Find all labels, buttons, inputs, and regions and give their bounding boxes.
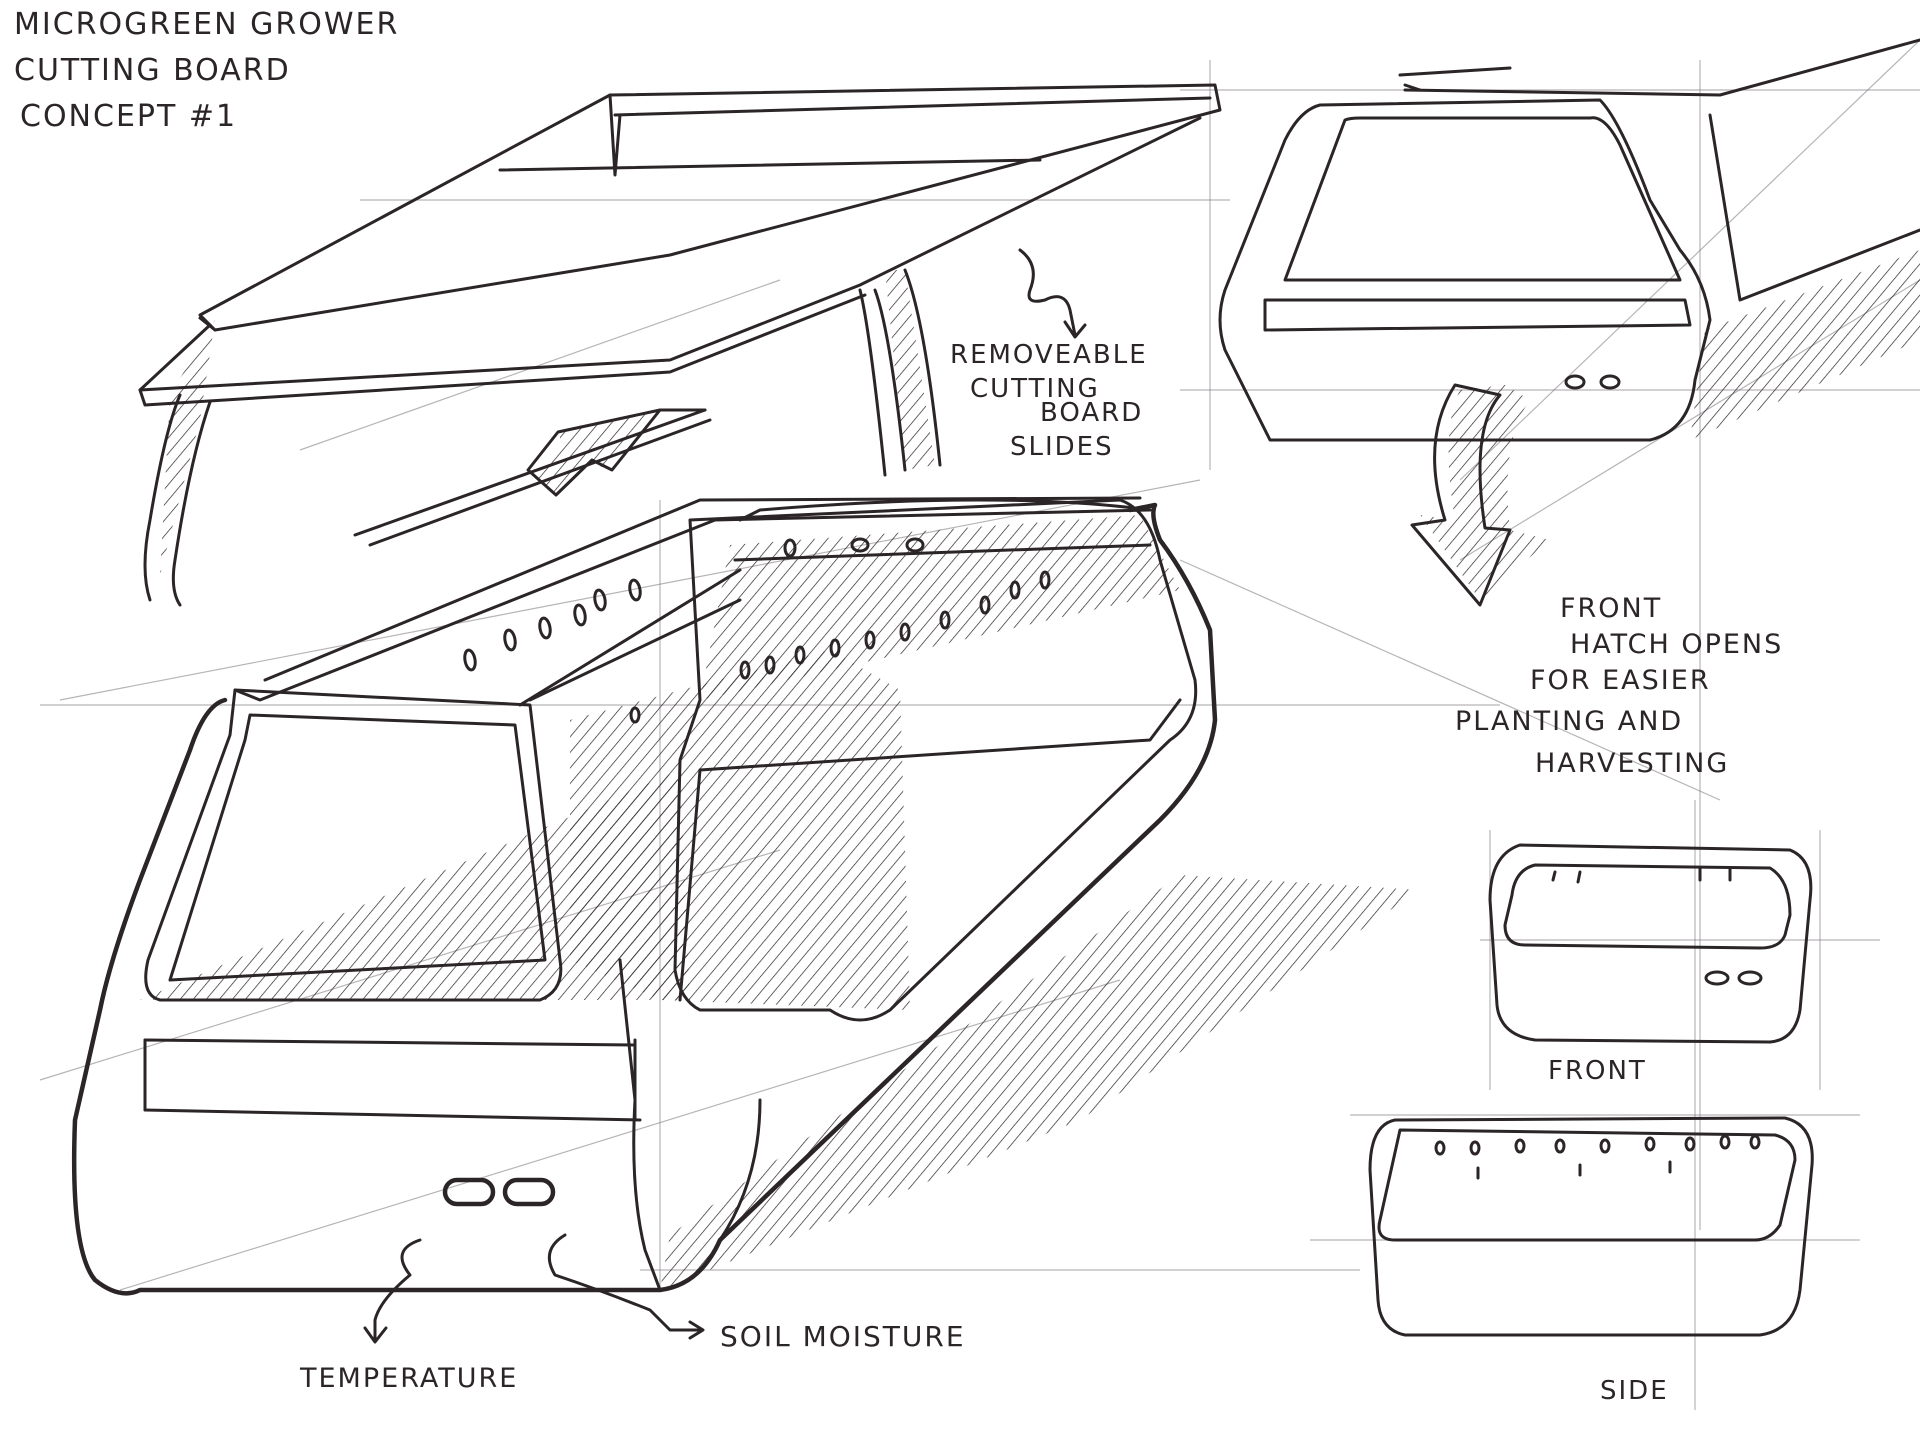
front-hatch-note-line-5: HARVESTING [1535,748,1730,779]
soil-moisture-sensor [502,1177,556,1207]
front-hatch-sketch [1218,38,1920,442]
front-view-label: FRONT [1548,1056,1647,1086]
cutting-board-note-line-2: CUTTING [970,374,1100,404]
side-view-label: SIDE [1600,1376,1669,1406]
vent-slots [463,537,1051,724]
hatch-open-arrow-icon [1410,383,1550,607]
temperature-label: TEMPERATURE [300,1363,519,1394]
sketch-title-line-3: CONCEPT #1 [20,99,238,134]
cutting-board-note-line-4: SLIDES [1010,432,1114,462]
front-hatch-note-line-4: PLANTING AND [1455,706,1684,737]
main-grower-sketch [71,496,1420,1344]
squiggle-arrow-icon [1018,248,1087,339]
front-view-sketch [1488,843,1813,1044]
cutting-board-note-line-1: REMOVEABLE [950,340,1148,370]
front-hatch-note-line-3: FOR EASIER [1530,665,1711,696]
slide-arrow-icon [526,408,707,497]
front-hatch-note-line-2: HATCH OPENS [1570,629,1784,660]
construction-lines [39,39,1920,1410]
temperature-sensor [442,1177,496,1207]
sketch-title-line-1: MICROGREEN GROWER [14,7,400,42]
cutting-board-lid-sketch [138,83,1222,607]
front-hatch-note-line-1: FRONT [1560,593,1663,624]
sketch-title-line-2: CUTTING BOARD [14,53,291,88]
cutting-board-note-line-3: BOARD [1040,398,1144,428]
side-vent-dots [1434,1134,1761,1180]
side-view-sketch [1368,1116,1814,1337]
soil-moisture-label: SOIL MOISTURE [720,1320,966,1353]
